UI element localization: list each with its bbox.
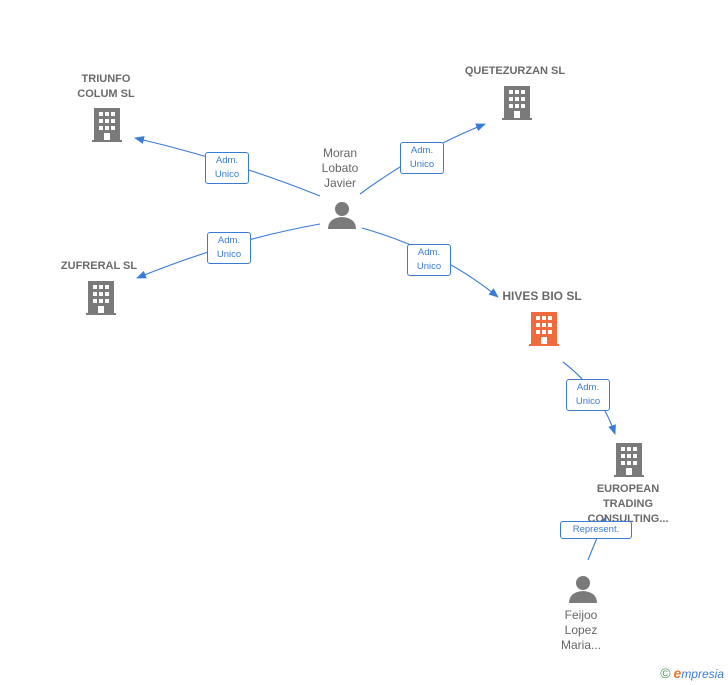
label-line: QUETEZURZAN SL xyxy=(464,65,566,77)
edge-label-moran-zufreral[interactable]: Adm. Unico xyxy=(207,232,251,264)
label-line: Moran xyxy=(322,146,357,160)
node-label-hives[interactable]: HIVES BIO SL xyxy=(490,289,594,304)
building-icon-hives[interactable] xyxy=(529,312,559,346)
edge-label-moran-quetezurzan[interactable]: Adm. Unico xyxy=(400,142,444,174)
label-line: TRADING xyxy=(602,498,654,510)
building-icon-triunfo[interactable] xyxy=(92,108,122,142)
label-line: COLUM SL xyxy=(77,88,135,100)
edge-label-line: Unico xyxy=(216,249,242,260)
label-line: Lopez xyxy=(564,623,598,637)
label-line: EUROPEAN xyxy=(596,483,660,495)
edge-label-moran-hives[interactable]: Adm. Unico xyxy=(407,244,451,276)
building-icon-zufreral[interactable] xyxy=(86,281,116,315)
empresia-logo: ©empresia xyxy=(660,665,724,681)
edge-label-moran-triunfo[interactable]: Adm. Unico xyxy=(205,152,249,184)
edge-label-line: Represent. xyxy=(572,524,620,535)
building-icon-european[interactable] xyxy=(614,443,644,477)
node-label-triunfo[interactable]: TRIUNFO COLUM SL xyxy=(66,72,146,102)
brand-initial: e xyxy=(673,665,682,681)
node-label-moran[interactable]: Moran Lobato Javier xyxy=(310,146,370,191)
node-label-feijoo[interactable]: Feijoo Lopez Maria... xyxy=(551,608,611,653)
node-label-quetezurzan[interactable]: QUETEZURZAN SL xyxy=(454,64,576,79)
edge-label-line: Adm. xyxy=(217,235,241,246)
label-line: ZUFRERAL SL xyxy=(60,260,138,272)
edge-label-line: Unico xyxy=(575,396,601,407)
edge-label-line: Adm. xyxy=(417,247,441,258)
edge-label-line: Adm. xyxy=(576,382,600,393)
edge-label-line: Adm. xyxy=(215,155,239,166)
node-label-zufreral[interactable]: ZUFRERAL SL xyxy=(52,259,146,274)
building-icon-quetezurzan[interactable] xyxy=(502,86,532,120)
label-line: HIVES BIO SL xyxy=(502,289,582,303)
edge-label-line: Adm. xyxy=(410,145,434,156)
person-icon-moran[interactable] xyxy=(328,202,356,229)
copyright-icon: © xyxy=(660,665,671,681)
node-label-european[interactable]: EUROPEAN TRADING CONSULTING... xyxy=(578,482,678,527)
label-line: Feijoo xyxy=(564,608,598,622)
label-line: Javier xyxy=(323,176,356,190)
edge-feijoo-european xyxy=(587,516,607,561)
edge-label-line: Unico xyxy=(416,261,442,272)
label-line: Maria... xyxy=(560,638,601,652)
edge-label-line: Unico xyxy=(409,159,435,170)
person-icon-feijoo[interactable] xyxy=(569,576,597,603)
edge-label-hives-european[interactable]: Adm. Unico xyxy=(566,379,610,411)
label-line: Lobato xyxy=(321,161,359,175)
label-line: TRIUNFO xyxy=(81,73,131,85)
brand-name: mpresia xyxy=(681,667,724,681)
edge-label-line: Unico xyxy=(214,169,240,180)
edge-label-feijoo-european[interactable]: Represent. xyxy=(560,521,632,539)
